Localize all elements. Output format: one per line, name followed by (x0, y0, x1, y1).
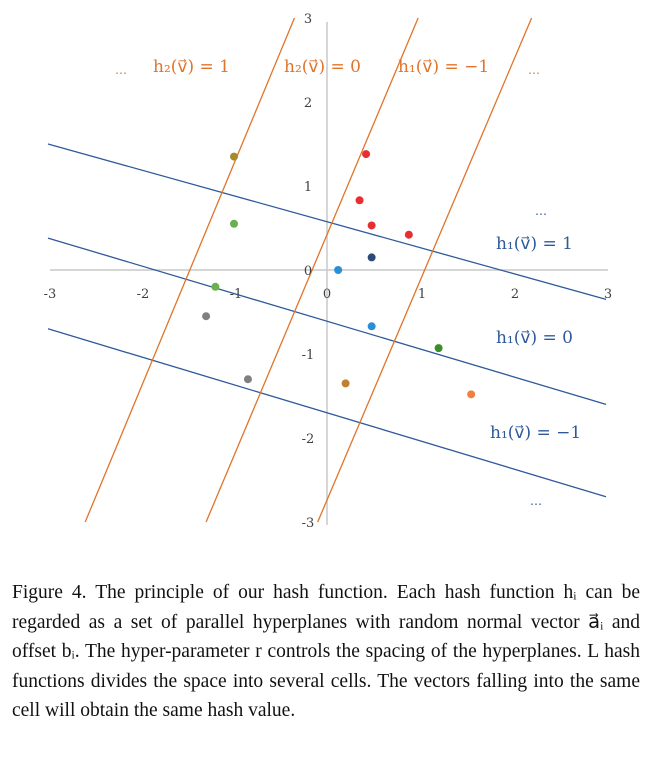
hyperplane-h1-line-1 (47, 237, 607, 406)
hyperplane-h2-line-2 (317, 17, 533, 523)
data-point (404, 230, 413, 239)
x-tick-label: 0 (323, 287, 331, 302)
data-point (467, 390, 476, 399)
data-point (367, 221, 376, 230)
data-points (202, 150, 476, 399)
hyperplane-h1-line-2 (47, 328, 607, 498)
data-point (355, 196, 364, 205)
hyperplane-h1-line-0 (47, 143, 607, 301)
data-point (341, 379, 350, 388)
x-tick-label: 2 (511, 287, 519, 302)
y-tick-label: -3 (302, 516, 315, 531)
data-point (362, 150, 371, 159)
label-h1-equals-neg1: h₁(v⃗) = −1 (490, 423, 581, 443)
data-point (230, 219, 238, 228)
data-point (211, 282, 220, 291)
hash-function-figure: -3 -2 -1 0 1 2 3 3 2 1 -1 -2 -3 0 … h₂(v⃗) = 1 h₂(v⃗)… (44, 12, 612, 531)
axes (50, 22, 608, 525)
y-tick-label: 2 (304, 96, 312, 111)
ellipsis-lower: … (530, 494, 542, 508)
hyperplane-h2-line-0 (84, 17, 296, 523)
y-tick-label: 1 (304, 180, 312, 195)
axis-tick-labels: -3 -2 -1 0 1 2 3 3 2 1 -1 -2 -3 0 (44, 12, 612, 531)
x-tick-label: -1 (230, 287, 243, 302)
data-point (230, 152, 238, 161)
data-point (334, 266, 343, 274)
data-point (367, 253, 376, 262)
ellipsis-upper: … (535, 204, 547, 218)
x-tick-label: 3 (604, 287, 612, 302)
y-tick-label: -2 (302, 432, 315, 447)
data-point (434, 344, 443, 353)
data-point (243, 375, 252, 384)
ellipsis-left: … (115, 63, 127, 77)
x-tick-label: -3 (44, 287, 57, 302)
origin-tick-label: 0 (304, 264, 312, 279)
label-h1-equals-0: h₁(v⃗) = 0 (496, 328, 573, 348)
figure-caption: Figure 4. The principle of our hash func… (12, 582, 640, 721)
label-h1-equals-neg1-top: h₁(v⃗) = −1 (398, 57, 489, 77)
y-tick-label: -1 (302, 348, 315, 363)
data-point (202, 312, 211, 321)
y-tick-label: 3 (304, 12, 312, 27)
data-point (367, 322, 376, 331)
ellipsis-right: … (528, 63, 540, 77)
label-h2-equals-0: h₂(v⃗) = 0 (284, 57, 361, 77)
label-h1-equals-1: h₁(v⃗) = 1 (496, 234, 573, 254)
x-tick-label: 1 (418, 287, 426, 302)
hyperplane-h2-line-1 (205, 17, 419, 523)
hyperplanes (47, 17, 607, 523)
label-h2-equals-1: h₂(v⃗) = 1 (153, 57, 230, 77)
x-tick-label: -2 (137, 287, 150, 302)
